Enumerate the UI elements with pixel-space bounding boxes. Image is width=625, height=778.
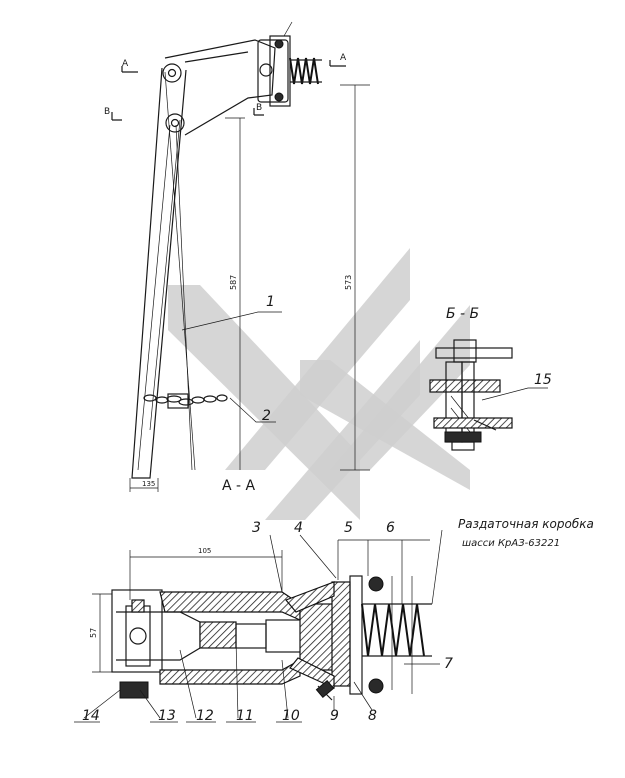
- callout-11: 11: [236, 708, 254, 724]
- view-label-aa: A - A: [222, 478, 256, 494]
- dimension-587: 587: [229, 275, 238, 290]
- callout-9: 9: [330, 708, 339, 724]
- dimension-135: 135: [142, 480, 155, 488]
- note-line-2: шасси КрАЗ-63221: [462, 538, 560, 549]
- callout-8: 8: [368, 708, 377, 724]
- dimension-105: 105: [198, 547, 211, 555]
- cutaway-section-view: [74, 529, 443, 723]
- dimension-573: 573: [344, 275, 353, 290]
- lever-assembly-view: [111, 21, 370, 492]
- callout-13: 13: [158, 708, 176, 724]
- callout-15: 15: [534, 372, 552, 388]
- section-marker-b-left: B: [104, 107, 110, 117]
- chain: [143, 393, 228, 409]
- section-marker-b-right: B: [256, 103, 262, 113]
- watermark-logo: [168, 248, 470, 520]
- callout-5: 5: [344, 520, 353, 536]
- callout-3: 3: [252, 520, 261, 536]
- view-label-bb: Б - Б: [446, 306, 479, 322]
- dimension-57: 57: [89, 628, 98, 638]
- note-line-1: Раздаточная коробка: [458, 517, 594, 531]
- callout-1: 1: [266, 294, 275, 310]
- section-marker-a-right: A: [340, 53, 347, 63]
- callout-6: 6: [386, 520, 395, 536]
- callout-2: 2: [262, 408, 271, 424]
- callout-4: 4: [294, 520, 303, 536]
- callout-10: 10: [282, 708, 300, 724]
- callout-12: 12: [196, 708, 214, 724]
- section-marker-a-left: A: [122, 59, 129, 69]
- callout-7: 7: [444, 656, 453, 672]
- section-bb-view: [429, 339, 548, 451]
- callout-14: 14: [82, 708, 100, 724]
